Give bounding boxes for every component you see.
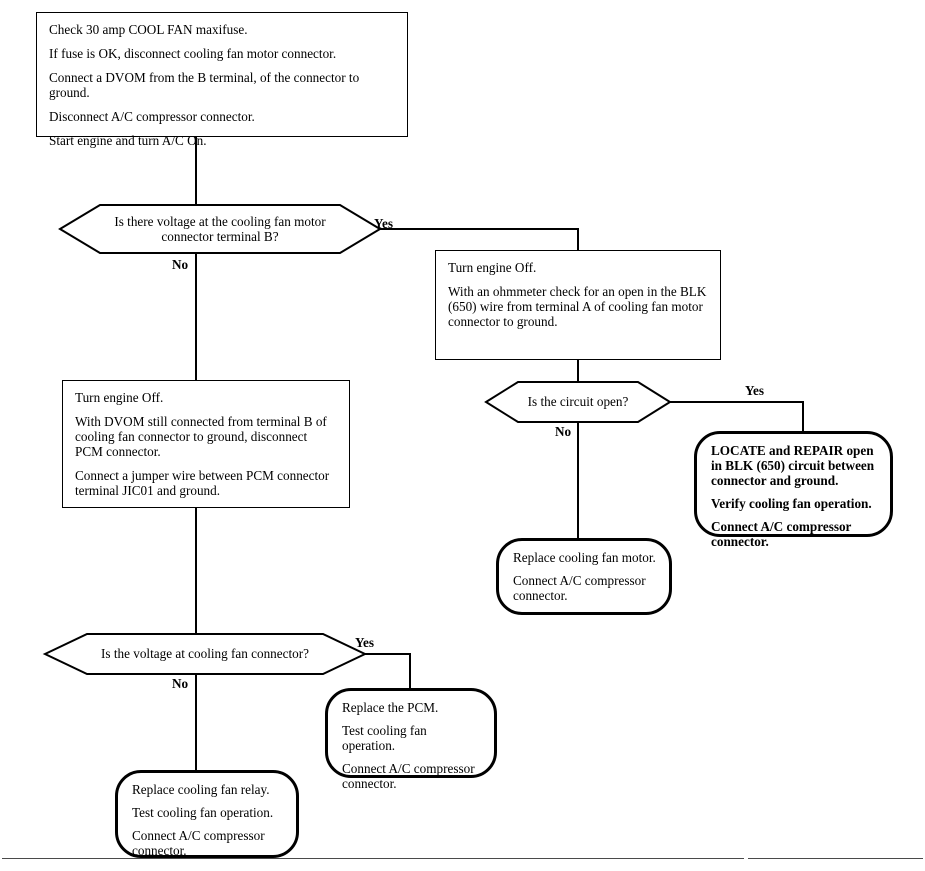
start-box-line-3: Connect a DVOM from the B terminal, of t… bbox=[49, 70, 360, 101]
connector-decision2-no-vertical bbox=[577, 422, 579, 538]
jumper-box-line-2: With DVOM still connected from terminal … bbox=[75, 414, 327, 460]
decision-voltage-fan-connector-label: Is the voltage at cooling fan connector? bbox=[101, 646, 309, 662]
footer-rule-right bbox=[748, 858, 923, 859]
connector-decision1-yes-horizontal bbox=[380, 228, 579, 230]
connector-ohmmeter-to-decision2 bbox=[577, 360, 579, 384]
decision1-yes-label: Yes bbox=[374, 216, 394, 231]
start-box-line-5: Start engine and turn A/C On. bbox=[49, 133, 207, 149]
replace-fan-motor-line-2: Connect A/C compressor connector. bbox=[513, 573, 646, 604]
footer-rule-left bbox=[2, 858, 744, 859]
locate-repair-box: LOCATE and REPAIR open in BLK (650) circ… bbox=[694, 431, 893, 549]
replace-pcm-line-2: Test cooling fan operation. bbox=[342, 723, 427, 754]
decision2-yes-label: Yes bbox=[745, 383, 765, 398]
replace-fan-motor-box: Replace cooling fan motor. Connect A/C c… bbox=[496, 538, 672, 615]
replace-fan-motor-line-1: Replace cooling fan motor. bbox=[513, 550, 656, 565]
jumper-box-line-3: Connect a jumper wire between PCM connec… bbox=[75, 468, 330, 499]
decision-voltage-fan-connector: Is the voltage at cooling fan connector? bbox=[42, 633, 368, 675]
replace-fan-relay-line-1: Replace cooling fan relay. bbox=[132, 782, 270, 797]
jumper-box-line-1: Turn engine Off. bbox=[75, 390, 164, 405]
start-box-line-4: Disconnect A/C compressor connector. bbox=[49, 109, 255, 125]
ohmmeter-box: Turn engine Off. With an ohmmeter check … bbox=[435, 250, 721, 360]
decision3-yes-label: Yes bbox=[355, 635, 375, 650]
jumper-box: Turn engine Off. With DVOM still connect… bbox=[62, 380, 350, 508]
start-box: Check 30 amp COOL FAN maxifuse. If fuse … bbox=[36, 12, 408, 148]
decision2-no-label: No bbox=[555, 424, 572, 439]
connector-jumper-to-decision3 bbox=[195, 508, 197, 635]
replace-fan-relay-line-3: Connect A/C compressor connector. bbox=[132, 828, 265, 859]
connector-decision1-yes-vertical bbox=[577, 228, 579, 250]
decision-voltage-terminal-b-label: Is there voltage at the cooling fan moto… bbox=[114, 213, 326, 244]
start-box-line-2: If fuse is OK, disconnect cooling fan mo… bbox=[49, 46, 337, 62]
connector-decision2-yes-horizontal bbox=[668, 401, 804, 403]
decision-circuit-open: Is the circuit open? bbox=[484, 381, 672, 423]
connector-decision3-no-vertical bbox=[195, 674, 197, 770]
decision1-no-label: No bbox=[172, 257, 189, 272]
decision-circuit-open-label: Is the circuit open? bbox=[527, 394, 629, 410]
replace-pcm-box: Replace the PCM. Test cooling fan operat… bbox=[325, 688, 497, 791]
replace-fan-relay-box: Replace cooling fan relay. Test cooling … bbox=[115, 770, 299, 858]
start-box-line-1: Check 30 amp COOL FAN maxifuse. bbox=[49, 22, 248, 37]
ohmmeter-box-line-2: With an ohmmeter check for an open in th… bbox=[448, 284, 707, 330]
connector-start-to-decision1 bbox=[195, 137, 197, 207]
connector-decision2-yes-vertical bbox=[802, 401, 804, 433]
replace-fan-relay-line-2: Test cooling fan operation. bbox=[132, 805, 274, 821]
locate-repair-line-1: LOCATE and REPAIR open in BLK (650) circ… bbox=[711, 443, 875, 489]
replace-pcm-line-1: Replace the PCM. bbox=[342, 700, 439, 715]
decision3-no-label: No bbox=[172, 676, 189, 691]
replace-pcm-line-3: Connect A/C compressor connector. bbox=[342, 761, 475, 792]
connector-decision3-yes-vertical bbox=[409, 653, 411, 688]
ohmmeter-box-line-1: Turn engine Off. bbox=[448, 260, 537, 275]
decision-voltage-terminal-b: Is there voltage at the cooling fan moto… bbox=[58, 204, 382, 254]
connector-decision3-yes-horizontal bbox=[363, 653, 411, 655]
locate-repair-line-2: Verify cooling fan operation. bbox=[711, 496, 872, 512]
locate-repair-line-3: Connect A/C compressor connector. bbox=[711, 519, 852, 550]
connector-decision1-no-vertical bbox=[195, 253, 197, 380]
